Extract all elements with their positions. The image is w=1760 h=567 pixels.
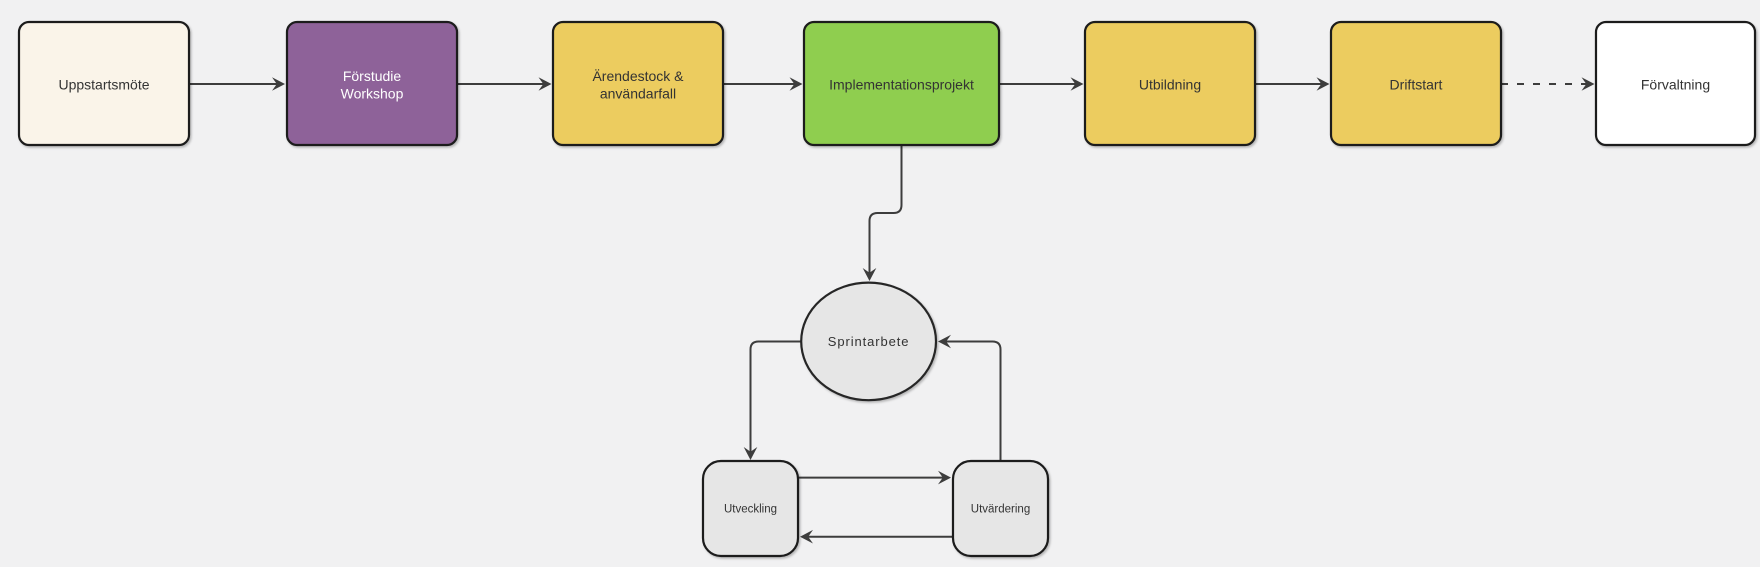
svg-text:Utbildning: Utbildning [1139,77,1201,93]
svg-text:Implementationsprojekt: Implementationsprojekt [829,77,974,93]
svg-text:Förstudie: Förstudie [343,68,402,84]
svg-text:användarfall: användarfall [600,86,676,102]
svg-text:Utvärdering: Utvärdering [971,504,1030,516]
svg-text:Uppstartsmöte: Uppstartsmöte [58,77,149,93]
svg-text:Förvaltning: Förvaltning [1641,77,1710,93]
svg-text:Driftstart: Driftstart [1390,77,1443,93]
svg-text:Sprintarbete: Sprintarbete [828,334,910,349]
svg-text:Ärendestock &: Ärendestock & [592,68,684,84]
svg-text:Workshop: Workshop [341,86,404,102]
svg-text:Utveckling: Utveckling [724,504,777,516]
